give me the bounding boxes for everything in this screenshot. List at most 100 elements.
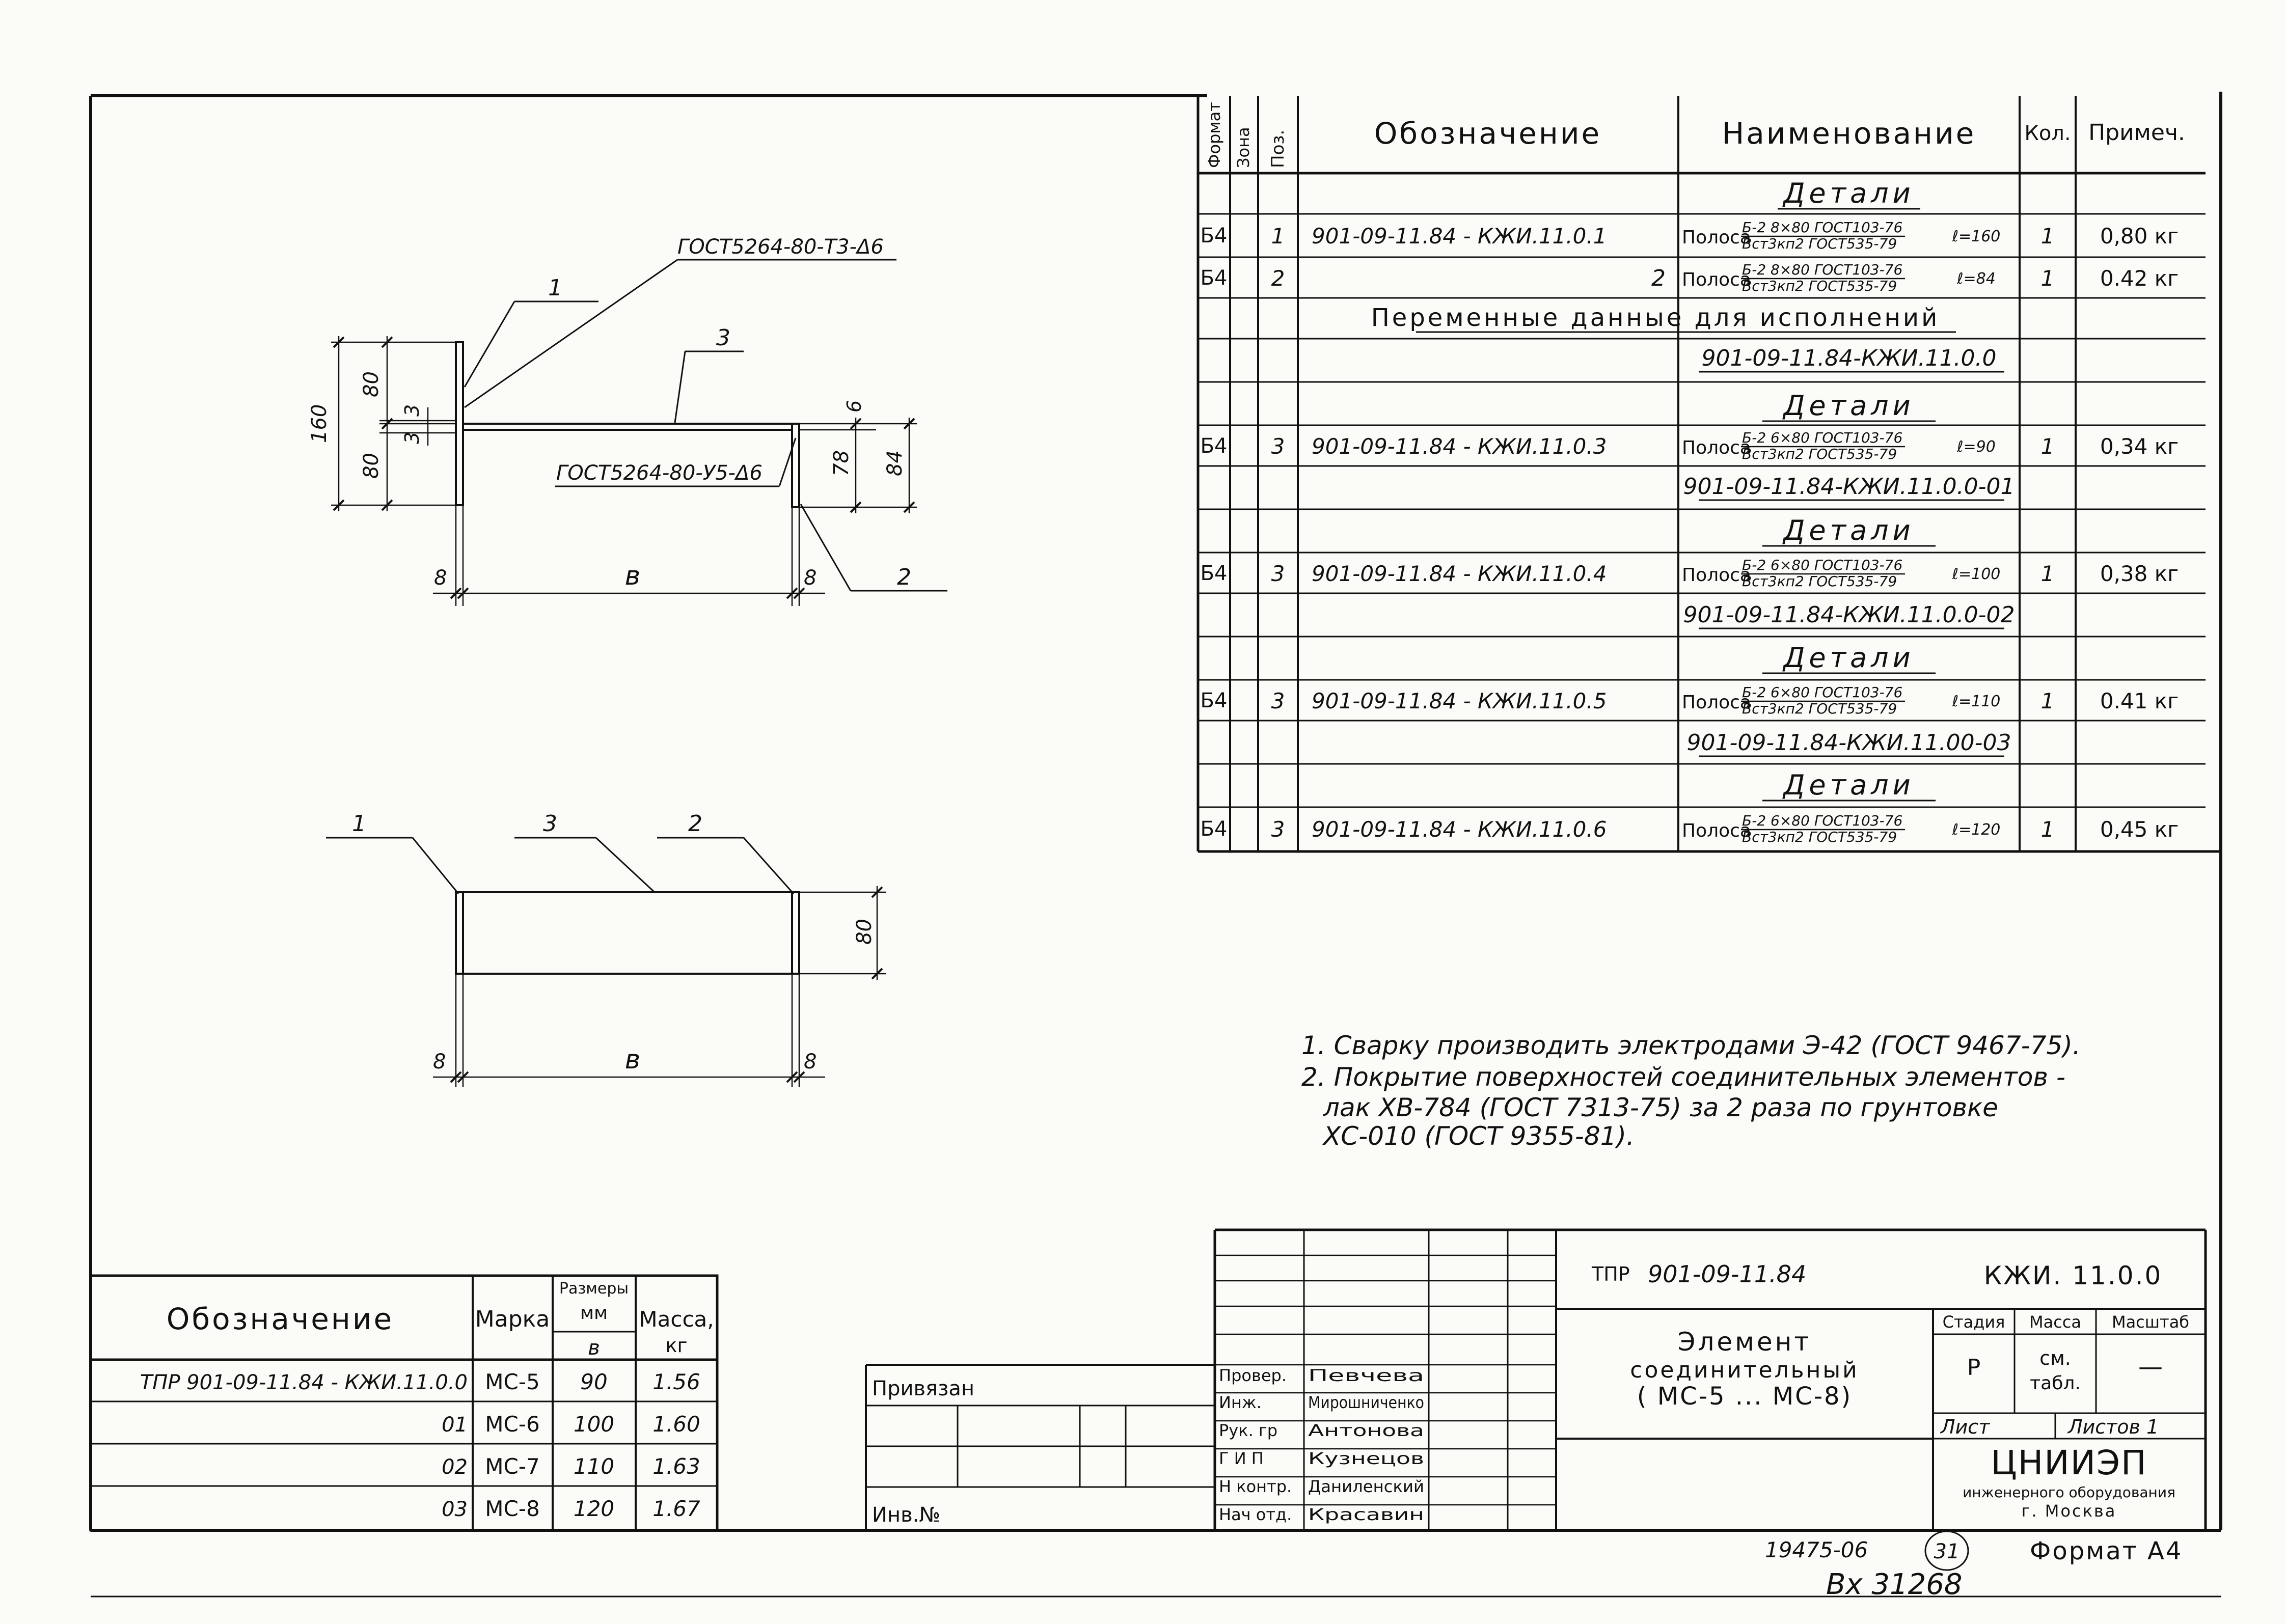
spec-variant-2: 901-09-11.84-КЖИ.11.0.0-02 <box>1683 602 2015 628</box>
spec-row-fraction-bottom: Вст3кп2 ГОСТ535-79 <box>1742 829 1897 845</box>
variant-row-designation: 01 <box>442 1413 468 1437</box>
spec-row-format: Б4 <box>1201 266 1228 290</box>
dim-80-top: 80 <box>360 371 383 397</box>
tb-role: Инж. <box>1219 1393 1262 1412</box>
spec-row-fraction-top: Б-2 8×80 ГОСТ103-76 <box>1742 219 1902 236</box>
spec-row-note: 0,34 кг <box>2100 434 2179 459</box>
pos-label-3-elevation: 3 <box>716 325 730 351</box>
spec-row-fraction-top: Б-2 6×80 ГОСТ103-76 <box>1742 557 1902 573</box>
spec-section-details-3: Детали <box>1782 514 1915 546</box>
dim-b: в <box>625 561 641 591</box>
spec-row-format: Б4 <box>1201 817 1228 841</box>
spec-header-designation: Обозначение <box>1374 116 1601 151</box>
spec-row-fraction-top: Б-2 6×80 ГОСТ103-76 <box>1742 812 1902 829</box>
weld-symbol-top: ГОСТ5264-80-Т3-Δ6 <box>677 235 884 259</box>
tb-doc-code: КЖИ. 11.0.0 <box>1984 1261 2163 1290</box>
privyazan-label: Привязан <box>872 1377 974 1400</box>
plan-view: 80 8 8 в 1 3 2 <box>326 811 886 1087</box>
dim-b-plan: в <box>625 1044 641 1075</box>
spec-header-zone: Зона <box>1234 127 1253 168</box>
variants-header-mark: Марка <box>475 1306 550 1332</box>
tb-role-name: Даниленский <box>1308 1477 1424 1496</box>
spec-row-name: Полоса <box>1682 565 1751 586</box>
spec-row-name: Полоса <box>1682 437 1751 458</box>
variant-row-mark: МС-8 <box>485 1496 539 1521</box>
tb-tpr: ТПР <box>1591 1263 1630 1285</box>
variant-row-mark: МС-7 <box>485 1454 539 1479</box>
tb-title-line1: Элемент <box>1678 1327 1812 1357</box>
spec-row-fraction-bottom: Вст3кп2 ГОСТ535-79 <box>1742 573 1897 590</box>
tb-role-name: Кузнецов <box>1308 1449 1424 1468</box>
spec-row-length: ℓ=90 <box>1956 438 1996 456</box>
tb-role: Рук. гр <box>1219 1421 1277 1440</box>
variant-row-designation: 02 <box>442 1455 468 1479</box>
spec-header-note: Примеч. <box>2088 120 2185 146</box>
dim-84: 84 <box>883 450 907 476</box>
dim-8-left: 8 <box>434 566 447 590</box>
spec-row-qty: 1 <box>2041 561 2055 586</box>
binding-block: Привязан Инв.№ <box>865 1364 1215 1530</box>
tb-stage-value: Р <box>1967 1355 1981 1381</box>
spec-row-format: Б4 <box>1201 434 1228 458</box>
spec-row-name: Полоса <box>1682 820 1751 841</box>
note-1: 1. Сварку производить электродами Э-42 (… <box>1301 1031 2081 1060</box>
spec-row-pos: 3 <box>1271 817 1285 842</box>
spec-row-note: 0,38 кг <box>2100 561 2179 586</box>
spec-section-details-5: Детали <box>1782 769 1915 801</box>
tb-sheets-label: Листов 1 <box>2067 1416 2159 1438</box>
tb-role-name: Антонова <box>1308 1421 1424 1440</box>
variant-row-b: 100 <box>574 1412 614 1437</box>
variant-row-designation: 03 <box>442 1498 468 1521</box>
spec-row-length: ℓ=110 <box>1952 693 2001 710</box>
spec-row-fraction-top: Б-2 6×80 ГОСТ103-76 <box>1742 684 1902 701</box>
spec-variant-3: 901-09-11.84-КЖИ.11.00-03 <box>1687 730 2011 756</box>
spec-row-length: ℓ=160 <box>1952 228 2001 245</box>
weld-symbol-bottom: ГОСТ5264-80-У5-Δ6 <box>556 461 763 485</box>
variants-header-mass: Масса, <box>639 1307 714 1332</box>
pos-label-2-elevation: 2 <box>897 564 911 590</box>
spec-row-length: ℓ=84 <box>1956 270 1996 288</box>
dim-3-top: 3 <box>401 404 423 417</box>
inv-label: Инв.№ <box>872 1503 940 1527</box>
spec-row-qty: 1 <box>2041 224 2055 249</box>
spec-row-name: Полоса <box>1682 227 1751 248</box>
tb-role-name: Красавин <box>1308 1505 1424 1524</box>
spec-row-designation: 2 <box>1651 265 1666 291</box>
tb-role: Г И П <box>1219 1449 1264 1468</box>
variants-header-b: в <box>588 1336 600 1360</box>
spec-row-pos: 1 <box>1271 224 1285 249</box>
spec-row-note: 0.41 кг <box>2100 689 2179 713</box>
footer: 19475-06 31 Формат А4 Вх 31268 <box>1765 1530 2183 1601</box>
notes: 1. Сварку производить электродами Э-42 (… <box>1301 1031 2081 1151</box>
spec-row-designation: 901-09-11.84 - КЖИ.11.0.6 <box>1312 817 1607 842</box>
spec-header-format: Формат <box>1205 102 1224 168</box>
tb-role: Провер. <box>1219 1366 1287 1385</box>
variant-row-mark: МС-6 <box>485 1412 539 1437</box>
spec-row-pos: 3 <box>1271 561 1285 586</box>
spec-row-length: ℓ=100 <box>1952 565 2001 583</box>
tb-org-line2: инженерного оборудования <box>1963 1484 2175 1501</box>
tb-mass-label: Масса <box>2029 1312 2081 1332</box>
variants-header-designation: Обозначение <box>167 1302 394 1336</box>
variant-row-mass: 1.60 <box>652 1412 700 1437</box>
dim-8-right: 8 <box>804 566 817 590</box>
variants-header-kg: кг <box>666 1334 688 1357</box>
footer-format: Формат А4 <box>2030 1537 2183 1565</box>
spec-row-fraction-bottom: Вст3кп2 ГОСТ535-79 <box>1742 446 1897 462</box>
spec-row-designation: 901-09-11.84 - КЖИ.11.0.4 <box>1312 561 1607 586</box>
spec-row-designation: 901-09-11.84 - КЖИ.11.0.3 <box>1312 434 1607 459</box>
dim-8-plan-right: 8 <box>804 1050 817 1074</box>
spec-variable-data: Переменные данные для исполнений <box>1371 304 1940 332</box>
variant-row-b: 120 <box>574 1496 614 1521</box>
dim-3-bottom: 3 <box>401 432 423 444</box>
tb-sheet-label: Лист <box>1940 1416 1991 1438</box>
tb-title-line2: соединительный <box>1630 1357 1859 1383</box>
spec-row-note: 0.42 кг <box>2100 266 2179 291</box>
spec-row-pos: 2 <box>1271 266 1285 291</box>
spec-row-qty: 1 <box>2041 434 2055 459</box>
spec-header-name: Наименование <box>1722 116 1976 151</box>
footer-sheet-no: 31 <box>1934 1540 1960 1563</box>
